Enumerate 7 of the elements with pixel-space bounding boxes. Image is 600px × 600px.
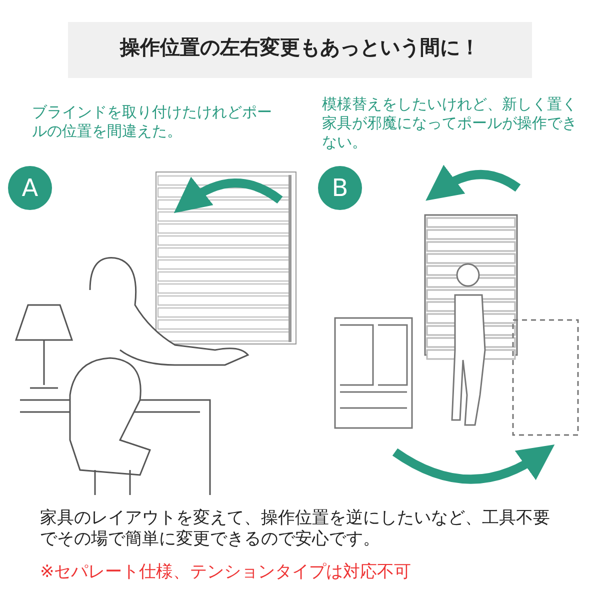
- caption-text: 模様替えをしたいけれど、新しく置く家具が邪魔になってポールが操作できない。: [322, 95, 578, 152]
- letter-badge: B: [318, 166, 362, 210]
- letter-badge: A: [8, 166, 52, 210]
- caption-text: ブラインドを取り付けたけれどポールの位置を間違えた。: [32, 103, 272, 140]
- title: 操作位置の左右変更もあっという間に！: [118, 34, 481, 61]
- note-text: ※セパレート仕様、テンションタイプは対応不可: [40, 562, 412, 584]
- body-text: 家具のレイアウトを変えて、操作位置を逆にしたいなど、工具不要でその場で簡単に変更できるので安心です。: [40, 508, 551, 550]
